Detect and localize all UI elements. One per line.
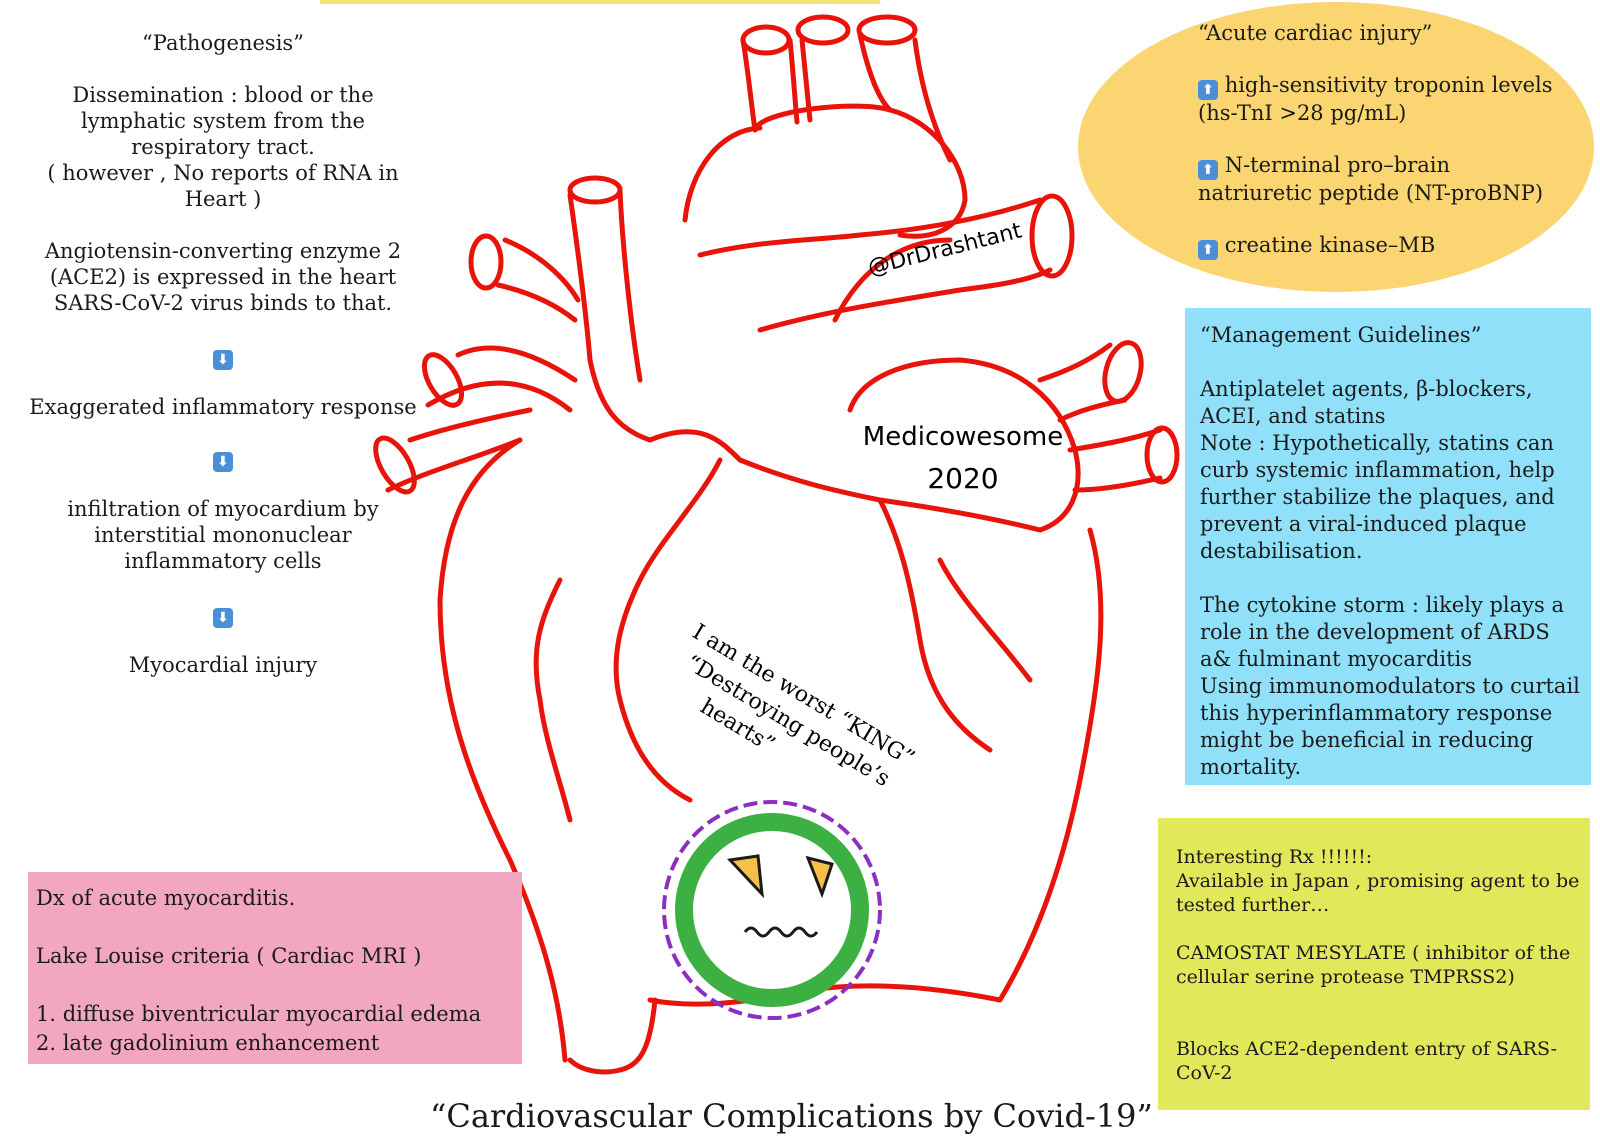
acute-injury-heading: “Acute cardiac injury”: [1198, 21, 1433, 45]
acute-injury-panel: “Acute cardiac injury” ⬆ high-sensitivit…: [1198, 20, 1568, 260]
down-arrow-icon: ⬇: [213, 350, 233, 370]
down-arrow-icon: ⬇: [213, 452, 233, 472]
virus-illustration: [662, 800, 882, 1020]
management-note: Note : Hypothetically, statins can curb …: [1200, 431, 1555, 563]
diagnosis-heading: Dx of acute myocarditis.: [36, 886, 296, 910]
criteria-item-2: 2. late gadolinium enhancement: [36, 1031, 380, 1055]
pathogenesis-column: “Pathogenesis” Dissemination : blood or …: [28, 30, 418, 678]
acute-injury-oval: [1078, 2, 1594, 292]
dissemination-note: ( however , No reports of RNA in Heart ): [47, 161, 399, 211]
cytokine-storm-text: The cytokine storm : likely plays a role…: [1200, 593, 1565, 671]
management-panel: “Management Guidelines” Antiplatelet age…: [1185, 308, 1591, 785]
interesting-rx-panel: Interesting Rx !!!!!!: Available in Japa…: [1158, 818, 1590, 1110]
management-heading: “Management Guidelines”: [1200, 323, 1482, 347]
brand-name: Medicowesome: [863, 422, 1063, 452]
up-arrow-icon: ⬆: [1198, 240, 1218, 260]
troponin-item: high-sensitivity troponin levels (hs-TnI…: [1198, 73, 1553, 125]
camostat-text: CAMOSTAT MESYLATE ( inhibitor of the cel…: [1176, 942, 1571, 988]
dissemination-text: Dissemination : blood or the lymphatic s…: [72, 83, 374, 159]
management-drugs: Antiplatelet agents, β-blockers, ACEI, a…: [1200, 377, 1533, 428]
lake-louise-criteria: Lake Louise criteria ( Cardiac MRI ): [36, 944, 422, 968]
up-arrow-icon: ⬆: [1198, 160, 1218, 180]
poster-title: “Cardiovascular Complications by Covid-1…: [430, 1097, 1153, 1135]
top-accent-strip: [320, 0, 880, 4]
brand-year: 2020: [927, 462, 998, 495]
ace2-block-text: Blocks ACE2-dependent entry of SARS-CoV-…: [1176, 1038, 1558, 1084]
immunomodulators-text: Using immunomodulators to curtail this h…: [1200, 674, 1580, 779]
up-arrow-icon: ⬆: [1198, 80, 1218, 100]
ace2-text: Angiotensin-converting enzyme 2 (ACE2) i…: [44, 239, 402, 315]
ckmb-item: creatine kinase–MB: [1224, 233, 1436, 257]
ntprobnp-item: N-terminal pro–brain natriuretic peptide…: [1198, 153, 1544, 205]
diagnosis-panel: Dx of acute myocarditis. Lake Louise cri…: [28, 872, 522, 1064]
inflammatory-response-step: Exaggerated inflammatory response: [29, 395, 417, 419]
myocardial-injury-step: Myocardial injury: [128, 653, 318, 677]
down-arrow-icon: ⬇: [213, 608, 233, 628]
rx-availability: Available in Japan , promising agent to …: [1176, 870, 1580, 916]
infiltration-step: infiltration of myocardium by interstiti…: [67, 497, 379, 573]
pathogenesis-heading: “Pathogenesis”: [142, 31, 304, 55]
rx-heading: Interesting Rx !!!!!!:: [1176, 846, 1373, 868]
criteria-item-1: 1. diffuse biventricular myocardial edem…: [36, 1002, 482, 1026]
